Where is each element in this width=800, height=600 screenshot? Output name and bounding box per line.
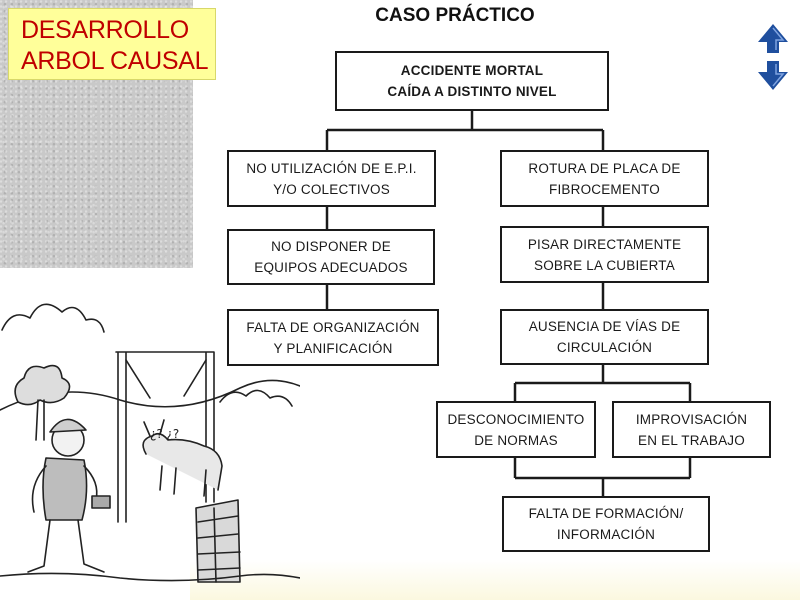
node-split-left-line-2: DE NORMAS: [474, 432, 558, 448]
worker-at-wall-illustration: ¿? ¿?: [0, 303, 300, 583]
node-root-line-2: CAÍDA A DISTINTO NIVEL: [387, 84, 557, 99]
node-root-line-1: ACCIDENTE MORTAL: [400, 63, 544, 78]
up-down-arrows-icon[interactable]: [756, 22, 790, 92]
slide-title-line-2: ARBOL CAUSAL: [21, 47, 209, 75]
tree-node-split-left: DESCONOCIMIENTO DE NORMAS: [436, 401, 596, 458]
node-right-3-line-2: CIRCULACIÓN: [556, 340, 653, 355]
node-left-2-line-2: EQUIPOS ADECUADOS: [254, 260, 408, 275]
node-left-1-line-2: Y/O COLECTIVOS: [273, 181, 390, 197]
node-right-2-line-1: PISAR DIRECTAMENTE: [527, 236, 682, 252]
node-split-right-line-2: EN EL TRABAJO: [638, 432, 745, 448]
tree-node-left-2: NO DISPONER DE EQUIPOS ADECUADOS: [227, 229, 435, 285]
node-right-3-line-1: AUSENCIA DE VÍAS DE: [528, 319, 681, 334]
node-left-3-line-1: FALTA DE ORGANIZACIÓN: [246, 319, 420, 335]
tree-node-root: ACCIDENTE MORTAL CAÍDA A DISTINTO NIVEL: [335, 51, 609, 111]
page-heading: CASO PRÁCTICO: [375, 5, 535, 26]
node-split-left-line-1: DESCONOCIMIENTO: [447, 411, 585, 427]
tree-node-right-3: AUSENCIA DE VÍAS DE CIRCULACIÓN: [500, 309, 709, 365]
svg-text:¿? ¿?: ¿? ¿?: [150, 427, 179, 441]
node-right-2-line-2: SOBRE LA CUBIERTA: [534, 257, 675, 273]
slide-title-line-1: DESARROLLO: [21, 16, 189, 44]
tree-node-left-3: FALTA DE ORGANIZACIÓN Y PLANIFICACIÓN: [227, 309, 439, 366]
node-final-line-2: INFORMACIÓN: [556, 527, 656, 542]
tree-node-final: FALTA DE FORMACIÓN/ INFORMACIÓN: [502, 496, 710, 552]
node-right-1-line-1: ROTURA DE PLACA DE: [528, 160, 681, 176]
node-final-line-1: FALTA DE FORMACIÓN/: [528, 506, 684, 521]
node-split-right-line-1: IMPROVISACIÓN: [635, 411, 748, 427]
node-left-3-line-2: Y PLANIFICACIÓN: [273, 340, 393, 356]
tree-node-right-1: ROTURA DE PLACA DE FIBROCEMENTO: [500, 150, 709, 207]
node-left-1-line-1: NO UTILIZACIÓN DE E.P.I.: [246, 160, 417, 176]
tree-node-left-1: NO UTILIZACIÓN DE E.P.I. Y/O COLECTIVOS: [227, 150, 436, 207]
tree-node-split-right: IMPROVISACIÓN EN EL TRABAJO: [612, 401, 771, 458]
bottom-band: [190, 560, 800, 600]
node-right-1-line-2: FIBROCEMENTO: [549, 181, 660, 197]
node-left-2-line-1: NO DISPONER DE: [271, 239, 391, 254]
slide-title-box: DESARROLLO ARBOL CAUSAL: [8, 8, 216, 80]
tree-node-right-2: PISAR DIRECTAMENTE SOBRE LA CUBIERTA: [500, 226, 709, 283]
